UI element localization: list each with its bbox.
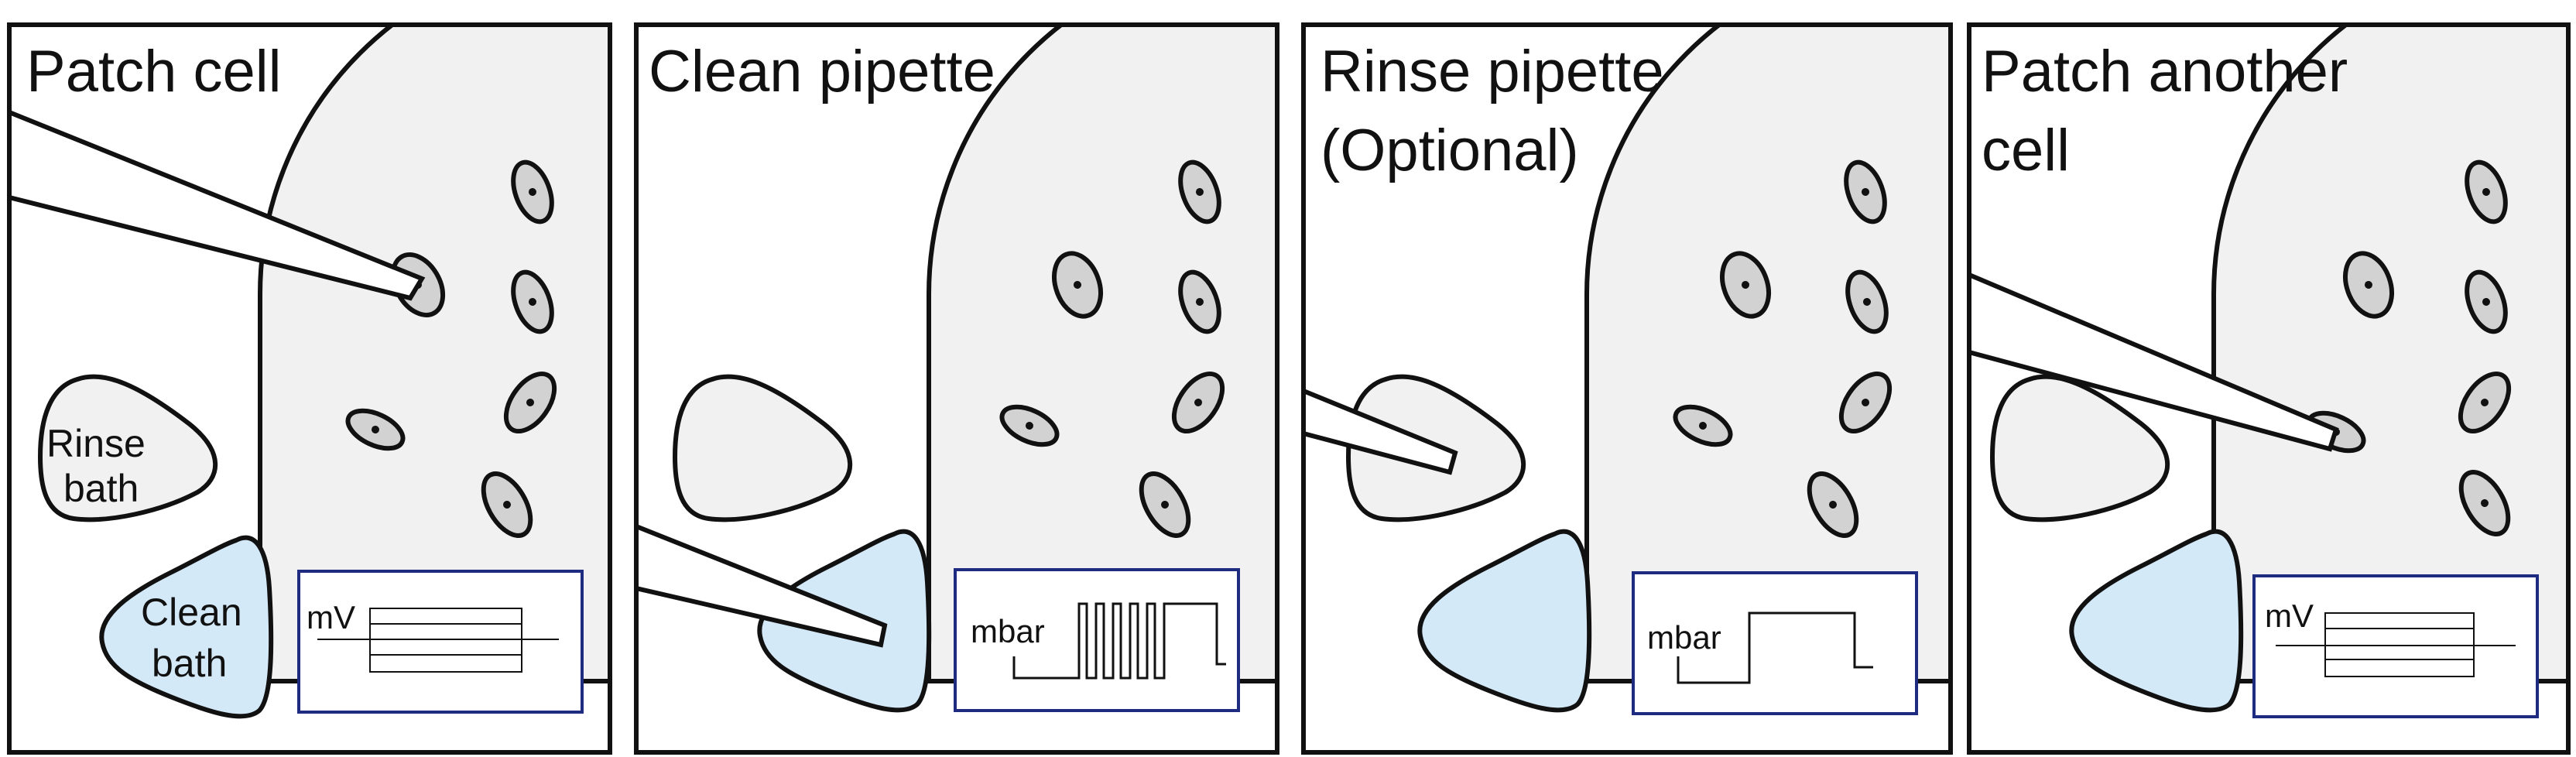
panel-frame — [1301, 22, 1953, 755]
inset-label: mbar — [971, 613, 1045, 649]
clean-bath — [2069, 529, 2244, 713]
panel-title: (Optional) — [1321, 118, 1579, 183]
clean-bath-label: Clean — [141, 591, 242, 634]
adherent-cell — [1720, 251, 1771, 319]
pipette — [9, 110, 426, 301]
panel-clean-pipette: mbar Clean pipette — [634, 22, 1279, 755]
adherent-cell — [1171, 371, 1225, 434]
inset-label: mbar — [1647, 619, 1721, 656]
clean-bath-label: bath — [152, 642, 227, 685]
panel-frame — [7, 22, 612, 755]
panel-rinse-pipette: mbar Rinse pipette (Optional) — [1301, 22, 1953, 755]
panel-frame — [1967, 22, 2571, 755]
panel-title: cell — [1982, 118, 2070, 183]
pipette — [1969, 272, 2339, 452]
recording-inset: mV — [297, 570, 584, 714]
clean-bath — [99, 535, 274, 719]
adherent-cell — [999, 404, 1060, 447]
adherent-cell — [511, 159, 554, 224]
inset-label: mV — [2265, 598, 2314, 634]
adherent-cell — [1178, 159, 1221, 224]
adherent-cell — [2458, 470, 2511, 536]
rinse-bath — [37, 374, 218, 522]
adherent-cell — [1139, 471, 1191, 538]
adherent-cell — [1807, 471, 1859, 538]
adherent-cell — [2465, 269, 2508, 334]
adherent-cell — [1844, 159, 1887, 224]
adherent-cell — [2465, 159, 2508, 224]
panel-patch-cell: mV Patch cell Rinse bath Clean bath — [7, 22, 612, 755]
adherent-cell — [1838, 371, 1893, 434]
pipette — [1303, 389, 1458, 475]
panel-patch-another-cell: mV Patch another cell — [1967, 22, 2571, 755]
panel-title: Clean pipette — [649, 39, 995, 104]
adherent-cell — [345, 408, 406, 451]
panel-title: Rinse pipette — [1321, 39, 1664, 104]
rinse-bath-label: bath — [63, 467, 139, 510]
adherent-cell — [511, 269, 554, 334]
adherent-cell — [2458, 371, 2512, 434]
adherent-cell — [2343, 251, 2394, 319]
inset-label: mV — [307, 599, 355, 635]
clean-bath — [1417, 529, 1592, 713]
rinse-bath — [672, 374, 853, 522]
rinse-bath — [1989, 374, 2170, 522]
adherent-cell — [1178, 269, 1221, 334]
adherent-cell — [503, 371, 557, 434]
pressure-inset: mbar — [1632, 571, 1918, 715]
recording-inset: mV — [2252, 574, 2539, 718]
rinse-bath-label: Rinse — [46, 422, 146, 465]
adherent-cell — [1052, 251, 1103, 319]
pressure-inset: mbar — [954, 568, 1240, 712]
panel-frame — [634, 22, 1279, 755]
adherent-cell — [1845, 269, 1889, 334]
adherent-cell — [481, 471, 533, 538]
panel-title: Patch another — [1982, 39, 2348, 104]
pipette — [636, 524, 888, 648]
panel-title: Patch cell — [26, 39, 282, 104]
adherent-cell — [1673, 404, 1733, 447]
